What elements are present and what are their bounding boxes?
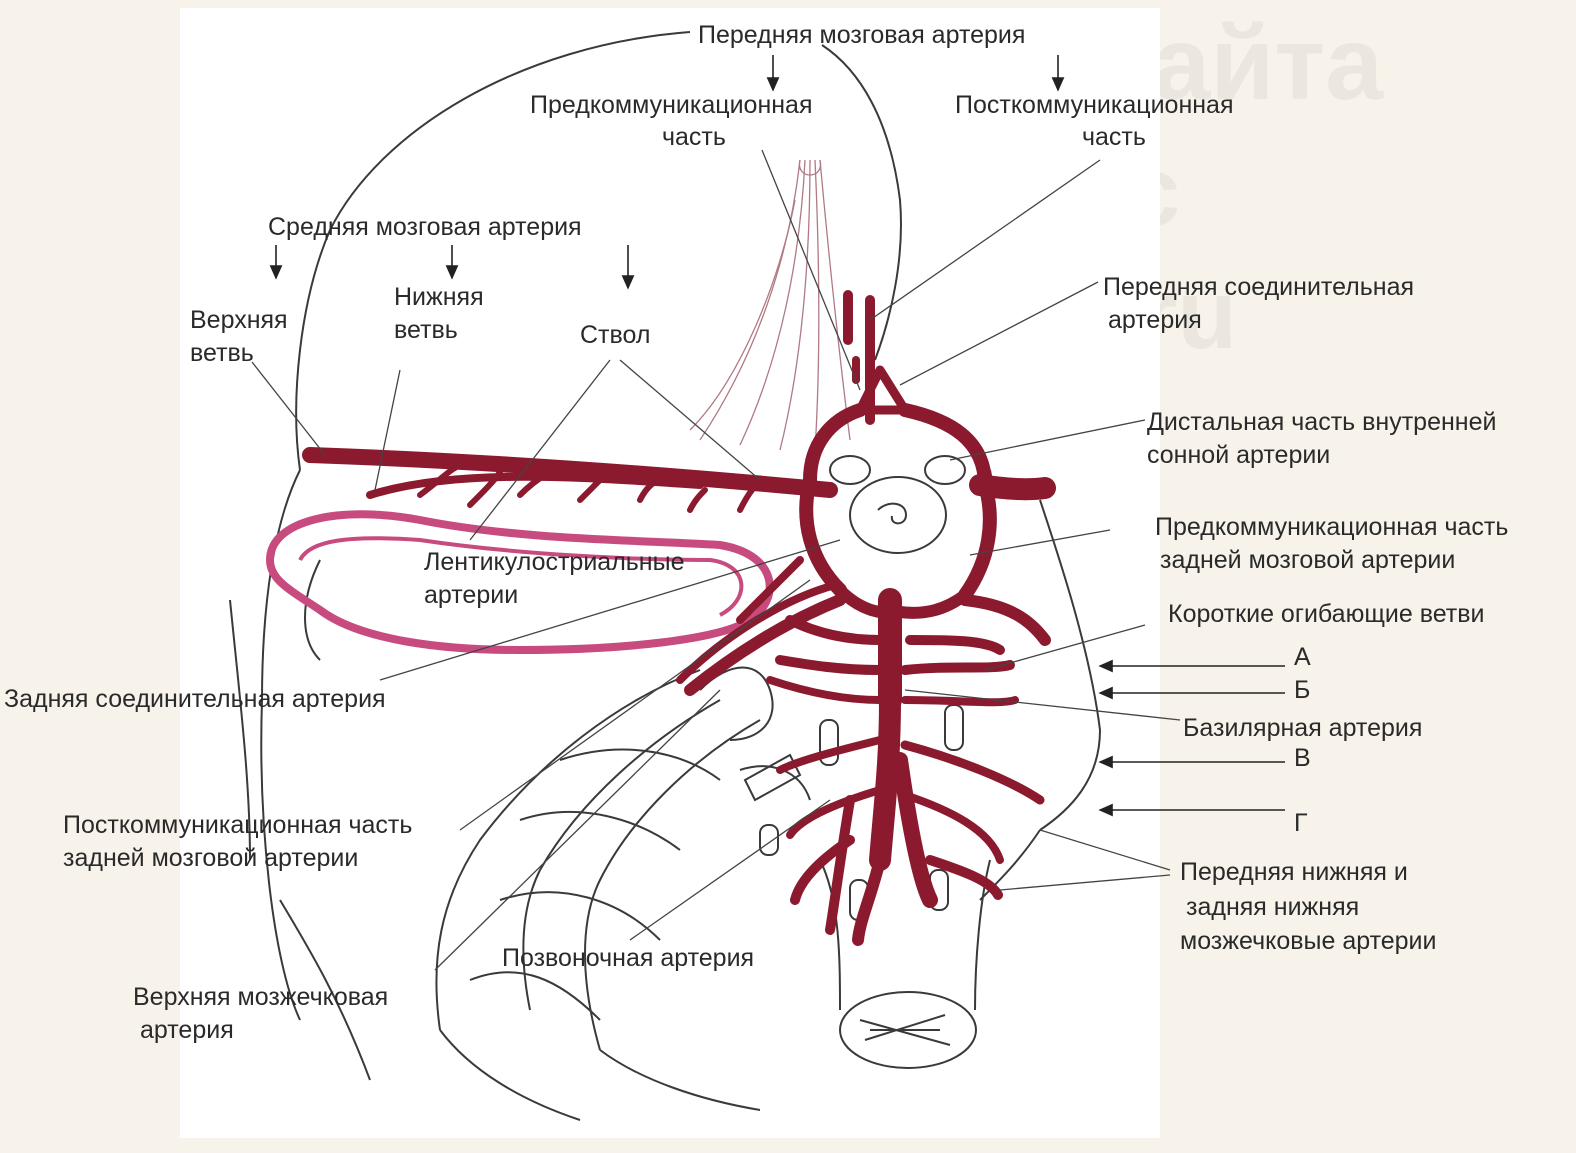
label-posterior-communicating: Задняя соединительная артерия — [4, 682, 386, 716]
label-mca-lower-branch-line2: ветвь — [394, 313, 458, 347]
label-aica-pica-line3: мозжечковые артерии — [1180, 924, 1436, 958]
label-pca-postcommunicating-line1: Посткоммуникационная часть — [63, 808, 412, 842]
label-level-g: Г — [1294, 806, 1308, 840]
label-anterior-communicating-line2: артерия — [1108, 303, 1202, 337]
label-mca-trunk: Ствол — [580, 318, 650, 352]
label-pca-postcommunicating-line2: задней мозговой артерии — [63, 841, 358, 875]
label-lenticulostriate-line1: Лентикулостриальные — [424, 545, 685, 579]
label-superior-cerebellar-line2: артерия — [140, 1013, 234, 1047]
label-distal-ica-line2: сонной артерии — [1147, 438, 1330, 472]
label-superior-cerebellar-line1: Верхняя мозжечковая — [133, 980, 388, 1014]
label-mca-lower-branch-line1: Нижняя — [394, 280, 484, 314]
label-anterior-communicating-line1: Передняя соединительная — [1103, 270, 1414, 304]
label-aca-postcommunicating-line1: Посткоммуникационная — [955, 88, 1234, 122]
label-mca-upper-branch-line2: ветвь — [190, 336, 254, 370]
label-pca-precommunicating-line2: задней мозговой артерии — [1160, 543, 1455, 577]
label-level-v: В — [1294, 741, 1311, 775]
label-aica-pica-line1: Передняя нижняя и — [1180, 855, 1408, 889]
label-pca-precommunicating-line1: Предкоммуникационная часть — [1155, 510, 1508, 544]
label-level-b: Б — [1294, 673, 1310, 707]
label-aca-postcommunicating-line2: часть — [1082, 120, 1146, 154]
label-lenticulostriate-line2: артерии — [424, 578, 518, 612]
label-vertebral-artery: Позвоночная артерия — [502, 941, 754, 975]
label-aica-pica-line2: задняя нижняя — [1186, 890, 1359, 924]
label-level-a: А — [1294, 640, 1311, 674]
label-short-circumferential: Короткие огибающие ветви — [1168, 597, 1484, 631]
label-aca-precommunicating-line1: Предкоммуникационная — [530, 88, 813, 122]
label-basilar-artery: Базилярная артерия — [1183, 711, 1422, 745]
label-anterior-cerebral-artery: Передняя мозговая артерия — [698, 18, 1025, 52]
label-distal-ica-line1: Дистальная часть внутренней — [1147, 405, 1496, 439]
label-aca-precommunicating-line2: часть — [662, 120, 726, 154]
label-mca-upper-branch-line1: Верхняя — [190, 303, 288, 337]
label-middle-cerebral-artery: Средняя мозговая артерия — [268, 210, 582, 244]
